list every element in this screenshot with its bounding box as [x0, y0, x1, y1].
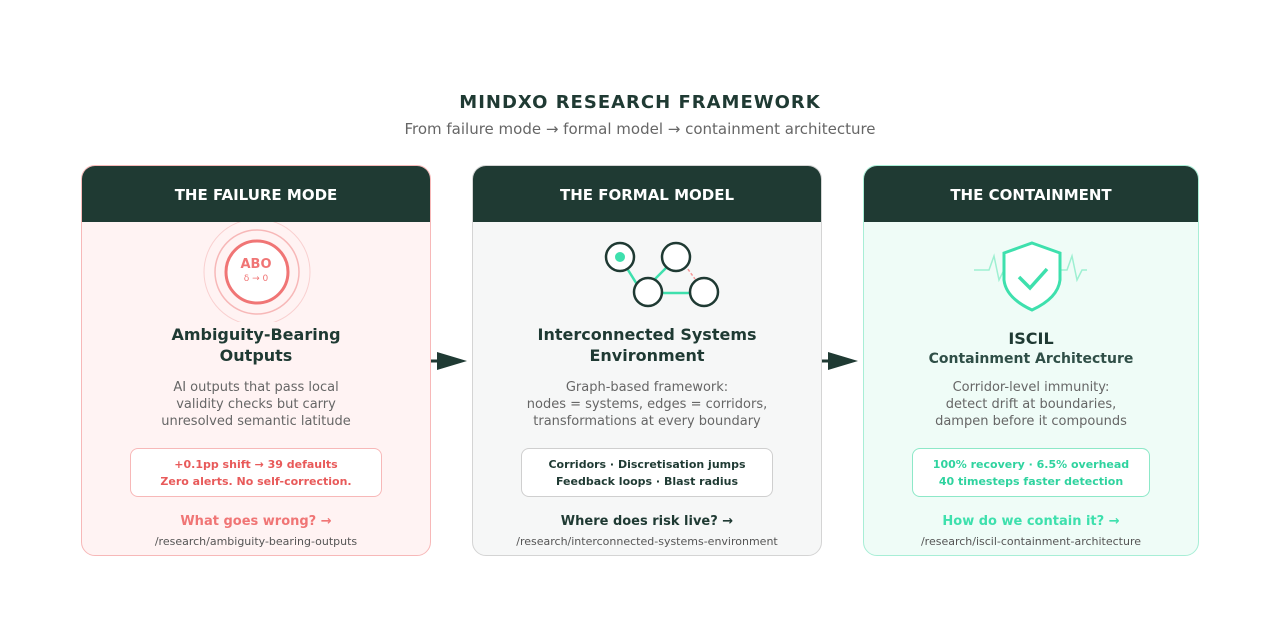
- desc-line: unresolved semantic latitude: [161, 414, 351, 429]
- page-subtitle: From failure mode → formal model → conta…: [404, 120, 876, 138]
- card-heading: THE FAILURE MODE: [82, 166, 430, 222]
- stat-line: Feedback loops · Blast radius: [555, 475, 739, 488]
- card-heading: THE FORMAL MODEL: [473, 166, 821, 222]
- name-subline: Containment Architecture: [928, 351, 1134, 367]
- card-description: AI outputs that pass local validity check…: [82, 379, 430, 430]
- stat-line: +0.1pp shift → 39 defaults: [174, 458, 338, 471]
- card-description: Corridor-level immunity: detect drift at …: [864, 379, 1198, 430]
- abo-label: ABO: [240, 257, 272, 272]
- cta-link[interactable]: How do we contain it? →: [942, 514, 1120, 529]
- desc-line: AI outputs that pass local: [173, 380, 339, 395]
- stat-box: 100% recovery · 6.5% overhead 40 timestep…: [912, 448, 1150, 497]
- name-line: Environment: [589, 346, 705, 365]
- name-line: Interconnected Systems: [537, 325, 757, 344]
- stat-line: 100% recovery · 6.5% overhead: [932, 458, 1130, 471]
- desc-line: nodes = systems, edges = corridors,: [526, 397, 768, 412]
- desc-line: detect drift at boundaries,: [945, 397, 1117, 412]
- name-line: ISCIL: [1008, 329, 1054, 348]
- name-line: Outputs: [219, 346, 293, 365]
- stat-line: Zero alerts. No self-correction.: [160, 475, 352, 488]
- containment-card[interactable]: THE CONTAINMENT ISCIL Containment Archite…: [863, 165, 1199, 556]
- cta-link[interactable]: What goes wrong? →: [180, 514, 332, 529]
- desc-line: Graph-based framework:: [565, 380, 729, 395]
- failure-mode-card[interactable]: THE FAILURE MODE ABO δ → 0 Ambiguity-Bea…: [81, 165, 431, 556]
- abo-target-icon: ABO δ → 0: [82, 218, 430, 326]
- arrow-right-icon: [431, 352, 467, 370]
- card-name: ISCIL Containment Architecture: [864, 328, 1198, 370]
- name-line: Ambiguity-Bearing: [171, 325, 341, 344]
- card-heading: THE CONTAINMENT: [864, 166, 1198, 222]
- stat-line: 40 timesteps faster detection: [938, 475, 1124, 488]
- shield-check-icon: [864, 222, 1198, 322]
- card-description: Graph-based framework: nodes = systems, e…: [473, 379, 821, 430]
- stat-line: Corridors · Discretisation jumps: [548, 458, 746, 471]
- desc-line: transformations at every boundary: [533, 414, 761, 429]
- abo-sublabel: δ → 0: [243, 274, 269, 284]
- path-link[interactable]: /research/iscil-containment-architecture: [920, 535, 1142, 548]
- path-link[interactable]: /research/ambiguity-bearing-outputs: [154, 535, 358, 548]
- path-link[interactable]: /research/interconnected-systems-environ…: [516, 535, 778, 548]
- desc-line: Corridor-level immunity:: [952, 380, 1110, 395]
- desc-line: validity checks but carry: [176, 397, 336, 412]
- cta-link[interactable]: Where does risk live? →: [560, 514, 734, 529]
- desc-line: dampen before it compounds: [935, 414, 1127, 429]
- page-title: MINDXO RESEARCH FRAMEWORK: [459, 92, 821, 113]
- graph-network-icon: [473, 222, 821, 322]
- arrow-right-icon: [822, 352, 858, 370]
